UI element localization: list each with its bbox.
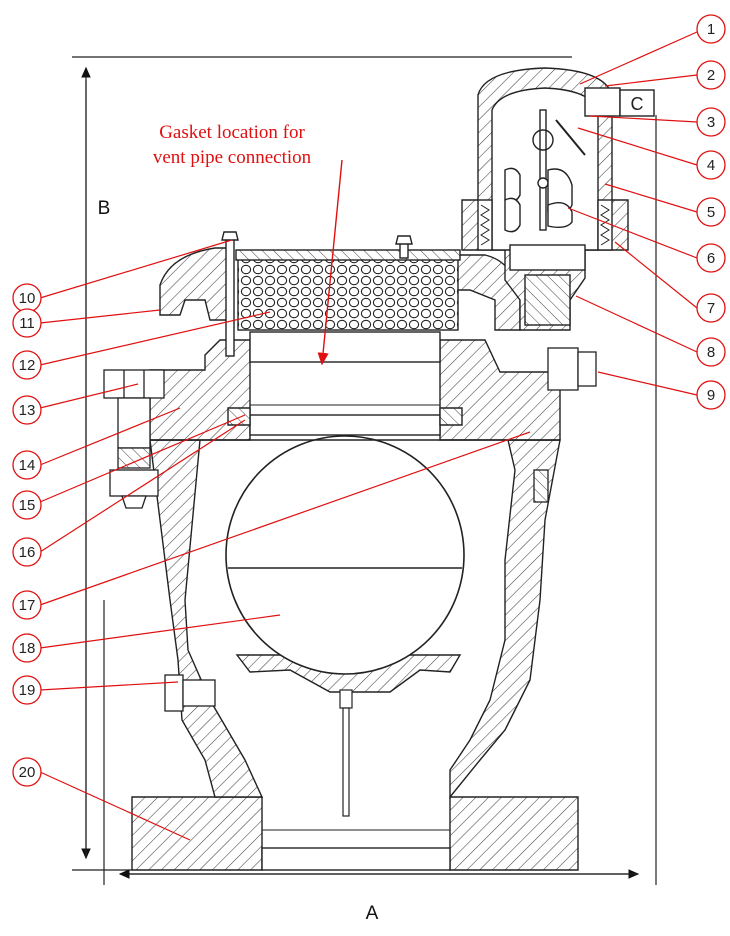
svg-text:C: C (631, 94, 644, 114)
callout-18: 18 (12, 633, 42, 663)
callout-13: 13 (12, 395, 42, 425)
nut-right (395, 235, 413, 245)
svg-text:18: 18 (19, 640, 36, 657)
valve-body (131, 439, 579, 871)
outlet-fitting (584, 87, 621, 117)
svg-text:5: 5 (707, 204, 715, 221)
guide-stem (342, 707, 350, 817)
dimension-a-label: A (366, 903, 379, 924)
leader-lines (39, 31, 698, 841)
annotation-line-1: Gasket location for (159, 122, 305, 143)
drain-plug (164, 674, 184, 712)
svg-text:2: 2 (707, 67, 715, 84)
svg-text:20: 20 (19, 764, 36, 781)
callout-2: 2 (696, 60, 726, 90)
svg-text:6: 6 (707, 250, 715, 267)
svg-text:16: 16 (19, 544, 36, 561)
nut-left (221, 231, 239, 241)
callout-14: 14 (12, 450, 42, 480)
annotation-line-2: vent pipe connection (153, 147, 312, 168)
stud-left (225, 237, 235, 357)
callout-8: 8 (696, 337, 726, 367)
gasket-left (227, 407, 251, 426)
svg-text:15: 15 (19, 497, 36, 514)
callout-3: 3 (696, 107, 726, 137)
svg-text:12: 12 (19, 357, 36, 374)
gasket-annotation: Gasket location for vent pipe connection (153, 122, 343, 366)
callout-6: 6 (696, 243, 726, 273)
callouts: 1 2 3 4 5 6 7 8 9 10 11 12 13 14 15 16 1… (12, 14, 726, 787)
spring-right (600, 204, 610, 246)
svg-text:7: 7 (707, 300, 715, 317)
callout-7: 7 (696, 293, 726, 323)
callout-1: 1 (696, 14, 726, 44)
svg-text:1: 1 (707, 21, 715, 38)
callout-16: 16 (12, 537, 42, 567)
flange-bore (261, 847, 451, 871)
vent-screen (237, 257, 459, 331)
bolt-thread (117, 447, 151, 469)
dimension-lines (72, 56, 657, 885)
valve-cover (149, 339, 561, 441)
body-right-wall (449, 439, 561, 799)
callout-11: 11 (12, 308, 42, 338)
callout-20: 20 (12, 757, 42, 787)
side-plug (164, 347, 597, 712)
gasket-right (439, 407, 463, 426)
spring-left (480, 204, 490, 246)
callout-12: 12 (12, 350, 42, 380)
bolt-head (103, 369, 165, 399)
callout-15: 15 (12, 490, 42, 520)
svg-text:17: 17 (19, 597, 36, 614)
body-left-wall (149, 439, 264, 798)
bottom-flange (131, 796, 263, 871)
annotation-arrow (317, 159, 343, 366)
svg-text:13: 13 (19, 402, 36, 419)
svg-text:11: 11 (19, 315, 35, 332)
callout-5: 5 (696, 197, 726, 227)
svg-text:8: 8 (707, 344, 715, 361)
svg-text:19: 19 (19, 682, 36, 699)
callout-10: 10 (12, 283, 42, 313)
callout-4: 4 (696, 150, 726, 180)
vent-hood (159, 231, 521, 363)
float-ball (225, 435, 465, 817)
svg-text:4: 4 (707, 157, 715, 174)
orifice-insert (524, 274, 571, 326)
callout-17: 17 (12, 590, 42, 620)
dimension-b-label: B (98, 198, 111, 219)
svg-text:3: 3 (707, 114, 715, 131)
svg-text:14: 14 (19, 457, 36, 474)
callout-19: 19 (12, 675, 42, 705)
lever-rod (539, 109, 547, 231)
svg-text:9: 9 (707, 387, 715, 404)
svg-text:10: 10 (19, 290, 36, 307)
callout-9: 9 (696, 380, 726, 410)
